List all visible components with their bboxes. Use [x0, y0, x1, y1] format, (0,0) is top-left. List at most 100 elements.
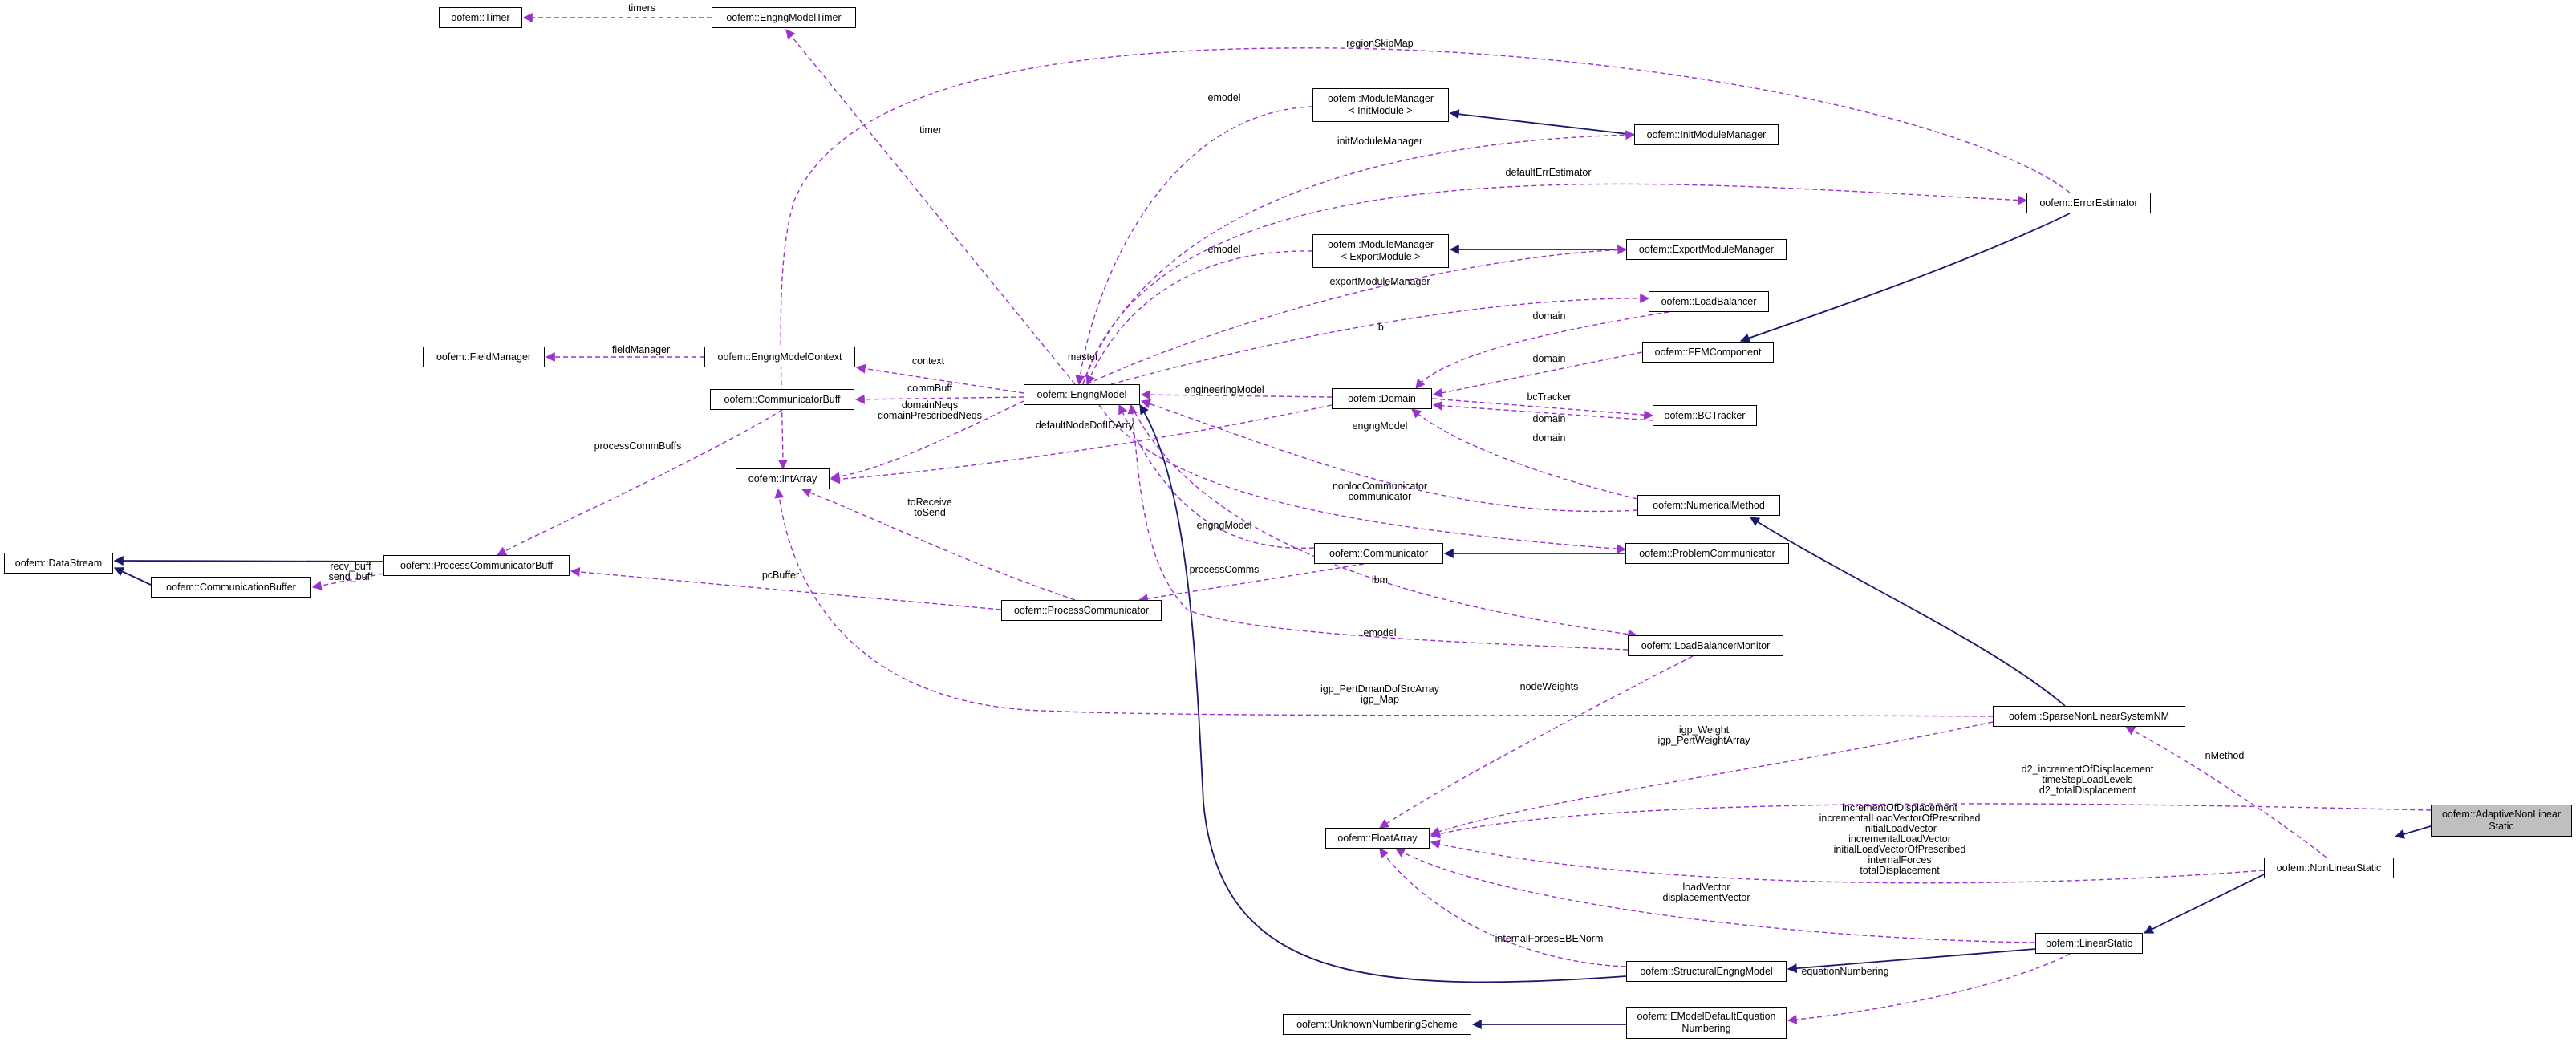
usage-export-module-manager — [1086, 245, 1628, 385]
class-node-module-manager-export[interactable]: oofem::ModuleManager< ExportModule > — [1312, 234, 1449, 268]
usage-load-vector — [1394, 848, 2036, 943]
usage-domain-neqs — [830, 400, 1024, 482]
class-node-fem-component[interactable]: oofem::FEMComponent — [1642, 342, 1774, 363]
edge-label-timer: timer — [919, 124, 942, 136]
edge-label-domain-fem: domain — [1532, 353, 1566, 364]
class-node-communicator-buff[interactable]: oofem::CommunicatorBuff — [710, 389, 854, 410]
class-node-non-linear-static[interactable]: oofem::NonLinearStatic — [2264, 858, 2394, 878]
usage-equation-numbering — [1787, 953, 2071, 1024]
usage-n-method — [2124, 726, 2327, 858]
class-node-unknown-numbering-scheme[interactable]: oofem::UnknownNumberingScheme — [1283, 1014, 1471, 1035]
usage-process-comms — [1138, 563, 1365, 604]
edge-label-process-comms: processComms — [1189, 564, 1260, 575]
class-node-field-manager[interactable]: oofem::FieldManager — [423, 347, 545, 367]
usage-init-module-manager — [1082, 130, 1636, 385]
inherit-module-manager-init — [1449, 109, 1635, 136]
class-node-sparse-non-linear-system-nm[interactable]: oofem::SparseNonLinearSystemNM — [1993, 706, 2185, 727]
edge-label-engng-model-dom: engngModel — [1352, 420, 1408, 432]
edge-label-default-err-estimator: defaultErrEstimator — [1505, 167, 1592, 178]
edge-label-lb: lb — [1376, 322, 1384, 333]
usage-emodel-init — [1075, 106, 1313, 386]
usage-lb — [1110, 293, 1650, 385]
inherit-numerical-method — [1749, 517, 2066, 707]
usage-context — [855, 363, 1024, 394]
edge-label-node-weights: nodeWeights — [1519, 681, 1579, 692]
usage-domain-fem — [1432, 351, 1643, 398]
edge-label-engineering-model: engineeringModel — [1184, 384, 1264, 395]
usage-increment-of-displacement — [1430, 839, 2265, 884]
edge-label-context: context — [911, 355, 945, 367]
usage-node-weights — [1378, 655, 1694, 829]
class-node-export-module-manager[interactable]: oofem::ExportModuleManager — [1626, 239, 1787, 260]
edge-label-equation-numbering: equationNumbering — [1801, 966, 1889, 977]
class-node-load-balancer-monitor[interactable]: oofem::LoadBalancerMonitor — [1628, 635, 1783, 656]
class-node-error-estimator[interactable]: oofem::ErrorEstimator — [2026, 193, 2151, 213]
class-node-bc-tracker[interactable]: oofem::BCTracker — [1653, 405, 1757, 426]
edge-label-domain-nm: domain — [1532, 432, 1566, 444]
class-node-load-balancer[interactable]: oofem::LoadBalancer — [1649, 291, 1769, 312]
class-node-int-array[interactable]: oofem::IntArray — [736, 468, 830, 489]
usage-timer — [785, 29, 1076, 385]
edge-label-default-node-dof-id-arry: defaultNodeDofIDArry — [1035, 420, 1134, 431]
class-node-init-module-manager[interactable]: oofem::InitModuleManager — [1634, 124, 1779, 145]
class-node-process-communicator[interactable]: oofem::ProcessCommunicator — [1001, 600, 1162, 621]
edge-label-bc-tracker: bcTracker — [1527, 391, 1572, 403]
edge-label-emodel-init: emodel — [1207, 92, 1241, 103]
usage-to-receive — [801, 488, 1076, 601]
class-node-timer[interactable]: oofem::Timer — [439, 7, 522, 28]
edge-label-domain-lb: domain — [1532, 310, 1566, 322]
class-node-data-stream[interactable]: oofem::DataStream — [4, 553, 113, 574]
usage-internal-forces-ebe-norm — [1379, 848, 1627, 967]
edge-label-domain-bct: domain — [1532, 413, 1566, 424]
class-node-communicator[interactable]: oofem::Communicator — [1314, 543, 1443, 564]
usage-default-err-estimator — [1082, 183, 2028, 385]
edge-label-engng-model-comm: engngModel — [1196, 520, 1252, 531]
class-node-domain[interactable]: oofem::Domain — [1332, 388, 1432, 409]
class-node-float-array[interactable]: oofem::FloatArray — [1325, 828, 1430, 849]
edge-label-emodel-export: emodel — [1207, 244, 1241, 255]
class-node-numerical-method[interactable]: oofem::NumericalMethod — [1637, 495, 1780, 516]
class-node-linear-static[interactable]: oofem::LinearStatic — [2035, 933, 2143, 954]
usage-igp-pert-dman — [774, 488, 1994, 717]
usage-domain-bct — [1432, 400, 1653, 421]
edge-label-master: master — [1067, 351, 1099, 363]
usage-recv-buff — [311, 573, 384, 590]
usage-nonloc-communicator — [1098, 404, 1627, 554]
class-node-engng-model-context[interactable]: oofem::EngngModelContext — [704, 347, 855, 367]
usage-emodel-export — [1085, 250, 1313, 386]
inherit-data-stream-pcb — [113, 556, 384, 566]
edge-label-lbm: lbm — [1371, 574, 1389, 586]
usage-default-node-dof — [830, 404, 1333, 485]
edge-label-timers: timers — [627, 2, 656, 14]
class-node-communication-buffer[interactable]: oofem::CommunicationBuffer — [151, 577, 311, 598]
inherit-data-stream-cb — [113, 567, 152, 586]
edge-label-emodel-lbm: emodel — [1363, 627, 1397, 639]
edge-label-process-comm-buffs: processCommBuffs — [594, 440, 682, 452]
inherit-linear-static — [1787, 948, 2036, 974]
class-node-module-manager-init[interactable]: oofem::ModuleManager< InitModule > — [1312, 88, 1449, 122]
edge-label-internal-forces-ebe-norm: internalForcesEBENorm — [1495, 933, 1604, 944]
class-node-process-communicator-buff[interactable]: oofem::ProcessCommunicatorBuff — [383, 555, 570, 576]
usage-domain-lb — [1415, 311, 1669, 389]
inherit-structural-engng-model — [1139, 403, 1627, 983]
class-node-structural-engng-model[interactable]: oofem::StructuralEngngModel — [1626, 961, 1787, 982]
inherit-fem-component — [1739, 213, 2071, 343]
edge-label-field-manager: fieldManager — [611, 344, 671, 355]
class-node-engng-model[interactable]: oofem::EngngModel — [1024, 384, 1140, 405]
edge-label-n-method: nMethod — [2205, 750, 2245, 761]
class-node-problem-communicator[interactable]: oofem::ProblemCommunicator — [1625, 543, 1789, 564]
class-node-engng-model-timer[interactable]: oofem::EngngModelTimer — [712, 7, 856, 28]
usage-igp-weight — [1430, 721, 1994, 837]
usage-process-comm-buffs — [496, 409, 783, 556]
edge-label-region-skip-map: regionSkipMap — [1346, 38, 1414, 49]
